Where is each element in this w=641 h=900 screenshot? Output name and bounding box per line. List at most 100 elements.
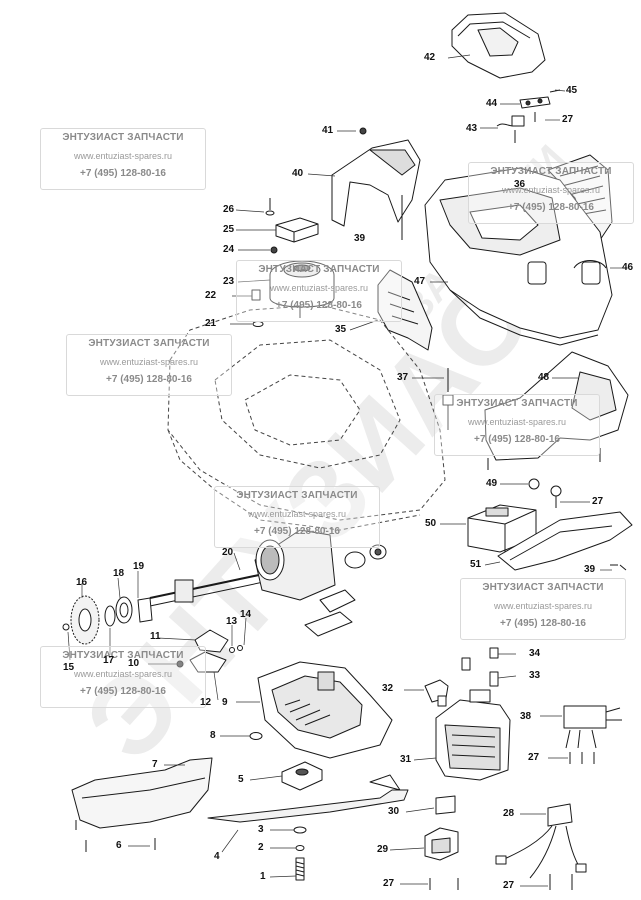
watermark-phone: +7 (495) 128-80-16: [276, 300, 362, 311]
part-48: [484, 351, 629, 470]
part-21: [252, 321, 264, 327]
part-29: [424, 827, 459, 861]
part-26: [265, 198, 275, 216]
part-2: [295, 845, 305, 851]
part-15: [62, 623, 70, 631]
callout-26: 26: [223, 204, 235, 215]
callout-8: 8: [210, 730, 216, 741]
callout-50: 50: [425, 518, 437, 529]
callout-9: 9: [222, 697, 228, 708]
part-7: [71, 757, 213, 850]
callout-25: 25: [223, 224, 235, 235]
watermark-title: ЭНТУЗИАСТ ЗАПЧАСТИ: [62, 650, 184, 661]
callout-1: 1: [260, 871, 266, 882]
part-bracket-right-2: [304, 611, 353, 637]
part-13: [229, 645, 243, 653]
part-28: [495, 803, 587, 879]
part-19: [137, 597, 153, 623]
watermark-title: ЭНТУЗИАСТ ЗАПЧАСТИ: [236, 490, 358, 501]
part-49b: [550, 485, 562, 497]
part-40: [331, 139, 421, 240]
callout-16: 16: [76, 577, 88, 588]
part-30: [435, 795, 456, 815]
part-bracket-right: [319, 589, 356, 613]
callout-41: 41: [322, 125, 334, 136]
part-31-top: [461, 657, 471, 671]
part-49: [528, 478, 540, 490]
part-35: [377, 269, 433, 351]
part-5: [281, 761, 323, 791]
callout-4: 4: [214, 851, 220, 862]
callout-38: 38: [520, 711, 532, 722]
watermark-phone: +7 (495) 128-80-16: [254, 526, 340, 537]
part-47-body: [424, 167, 613, 346]
callout-47: 47: [414, 276, 426, 287]
watermark-title: ЭНТУЗИАСТ ЗАПЧАСТИ: [258, 264, 380, 275]
part-9-housing: [257, 661, 393, 759]
callout-10: 10: [128, 658, 140, 669]
callout-28: 28: [503, 808, 515, 819]
callout-27: 27: [383, 878, 395, 889]
part-37: [442, 368, 454, 430]
part-32-key: [424, 679, 449, 707]
part-4-blade: [207, 774, 409, 823]
watermark-phone: +7 (495) 128-80-16: [500, 618, 586, 629]
callout-37: 37: [397, 372, 409, 383]
callout-45: 45: [566, 85, 578, 96]
watermark-phone: +7 (495) 128-80-16: [508, 202, 594, 213]
part-25: [275, 217, 319, 243]
callout-27: 27: [592, 496, 604, 507]
watermark-box: ЭНТУЗИАСТ ЗАПЧАСТИ www.entuziast-spares.…: [468, 162, 634, 224]
callout-30: 30: [388, 806, 400, 817]
callout-23: 23: [223, 276, 235, 287]
watermark-url: www.entuziast-spares.ru: [269, 283, 369, 293]
part-33: [489, 671, 499, 687]
watermark-box: ЭНТУЗИАСТ ЗАПЧАСТИ www.entuziast-spares.…: [434, 394, 600, 456]
callout-5: 5: [238, 774, 244, 785]
watermark-title: ЭНТУЗИАСТ ЗАПЧАСТИ: [482, 582, 604, 593]
callout-39: 39: [584, 564, 596, 575]
part-38: [563, 705, 622, 749]
callout-46: 46: [622, 262, 634, 273]
callout-2: 2: [258, 842, 264, 853]
callout-40: 40: [292, 168, 304, 179]
watermark-box: ЭНТУЗИАСТ ЗАПЧАСТИ www.entuziast-spares.…: [40, 128, 206, 190]
watermark-box: ЭНТУЗИАСТ ЗАПЧАСТИ www.entuziast-spares.…: [236, 260, 402, 322]
watermark-phone: +7 (495) 128-80-16: [80, 686, 166, 697]
callout-27: 27: [562, 114, 574, 125]
part-17: [104, 605, 116, 627]
part-41: [359, 127, 367, 135]
watermark-url: www.entuziast-spares.ru: [73, 669, 173, 679]
part-31: [435, 689, 511, 781]
callout-3: 3: [258, 824, 264, 835]
callout-51: 51: [470, 559, 482, 570]
watermark-title: ЭНТУЗИАСТ ЗАПЧАСТИ: [456, 398, 578, 409]
callout-22: 22: [205, 290, 217, 301]
callout-39: 39: [354, 233, 366, 244]
watermark-box: ЭНТУЗИАСТ ЗАПЧАСТИ www.entuziast-spares.…: [460, 578, 626, 640]
callout-34: 34: [529, 648, 541, 659]
callout-19: 19: [133, 561, 145, 572]
part-44: [519, 96, 551, 109]
part-8: [249, 732, 263, 740]
callout-29: 29: [377, 844, 389, 855]
callout-48: 48: [538, 372, 550, 383]
callout-27: 27: [528, 752, 540, 763]
watermark-url: www.entuziast-spares.ru: [73, 151, 173, 161]
watermark-url: www.entuziast-spares.ru: [493, 601, 593, 611]
part-22: [251, 289, 261, 301]
callout-14: 14: [240, 609, 252, 620]
callout-6: 6: [116, 840, 122, 851]
watermark-box: ЭНТУЗИАСТ ЗАПЧАСТИ www.entuziast-spares.…: [40, 646, 206, 708]
watermark-url: www.entuziast-spares.ru: [247, 509, 347, 519]
callout-24: 24: [223, 244, 235, 255]
watermark-box: ЭНТУЗИАСТ ЗАПЧАСТИ www.entuziast-spares.…: [214, 486, 380, 548]
callout-12: 12: [200, 697, 212, 708]
part-51: [497, 511, 633, 571]
watermark-title: ЭНТУЗИАСТ ЗАПЧАСТИ: [490, 166, 612, 177]
callout-15: 15: [63, 662, 75, 673]
callout-17: 17: [103, 655, 115, 666]
watermark-phone: +7 (495) 128-80-16: [106, 374, 192, 385]
